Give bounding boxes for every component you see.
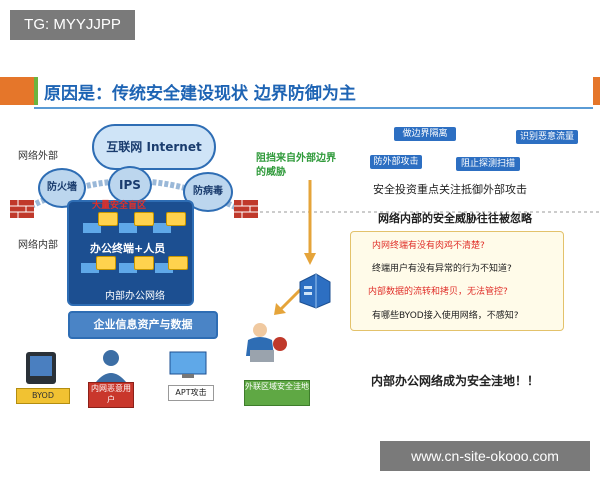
byod-phone-icon — [26, 352, 56, 384]
user-icon — [134, 212, 154, 226]
right-box-malicious-traffic: 识别恶意流量 — [516, 130, 578, 144]
external-zone-label: 外联区域安全洼地 — [244, 380, 310, 406]
data-assets-bar: 企业信息资产与数据 — [68, 311, 218, 339]
title-accent-left — [0, 77, 34, 105]
insider-user-icon — [96, 350, 126, 382]
title-accent-right — [593, 77, 600, 105]
investment-focus-text: 安全投资重点关注抵御外部攻击 — [373, 183, 527, 196]
firewall-brick-icon — [10, 200, 34, 218]
office-terminals-title: 办公终端+人员 — [90, 242, 166, 255]
internet-cloud: 互联网 Internet — [92, 124, 216, 170]
title-underline — [34, 107, 593, 109]
question-item: 内部数据的流转和拷贝，无法管控? — [368, 287, 508, 297]
user-icon — [98, 212, 118, 226]
server-icon — [299, 273, 331, 309]
office-network-label: 内部办公网络 — [105, 291, 165, 302]
hacker-icon — [246, 323, 287, 362]
zone-inside-label: 网络内部 — [18, 240, 58, 251]
terminal-icon — [118, 222, 138, 234]
title-accent-green — [34, 77, 38, 105]
channel-tag: TG: MYYJJPP — [10, 10, 135, 40]
user-icon — [96, 256, 116, 270]
right-box-scan-block: 阻止探测扫描 — [456, 157, 520, 171]
ips-node: IPS — [108, 166, 152, 204]
internal-threat-text: 网络内部的安全威胁往往被忽略 — [378, 212, 532, 225]
right-box-external-attack: 防外部攻击 — [370, 155, 422, 169]
threat-arrows — [274, 180, 316, 315]
user-icon — [168, 256, 188, 270]
block-threat-label: 阻挡来自外部边界的威胁 — [256, 153, 336, 178]
apt-label: APT攻击 — [168, 385, 214, 401]
site-watermark: www.cn-site-okooo.com — [380, 441, 590, 471]
zone-outside-label: 网络外部 — [18, 151, 58, 162]
terminal-icon — [82, 222, 102, 234]
questions-box — [350, 231, 564, 331]
slide-title: 原因是：传统安全建设现状 边界防御为主 — [44, 84, 356, 104]
user-icon — [134, 256, 154, 270]
user-icon — [166, 212, 186, 226]
firewall-brick-icon — [234, 200, 258, 218]
apt-monitor-icon — [169, 351, 207, 378]
question-item: 终端用户有没有异常的行为不知道? — [372, 264, 512, 274]
blind-spot-label: 大量安全盲区 — [92, 201, 147, 211]
question-item: 内网终端有没有肉鸡不清楚? — [372, 241, 485, 251]
right-box-isolation: 做边界隔离 — [394, 127, 456, 141]
insider-label: 内网恶意用户 — [88, 382, 134, 408]
question-item: 有哪些BYOD接入使用网络，不感知? — [372, 311, 519, 321]
conclusion-text: 内部办公网络成为安全洼地！！ — [371, 374, 540, 388]
byod-label: BYOD — [16, 388, 70, 404]
